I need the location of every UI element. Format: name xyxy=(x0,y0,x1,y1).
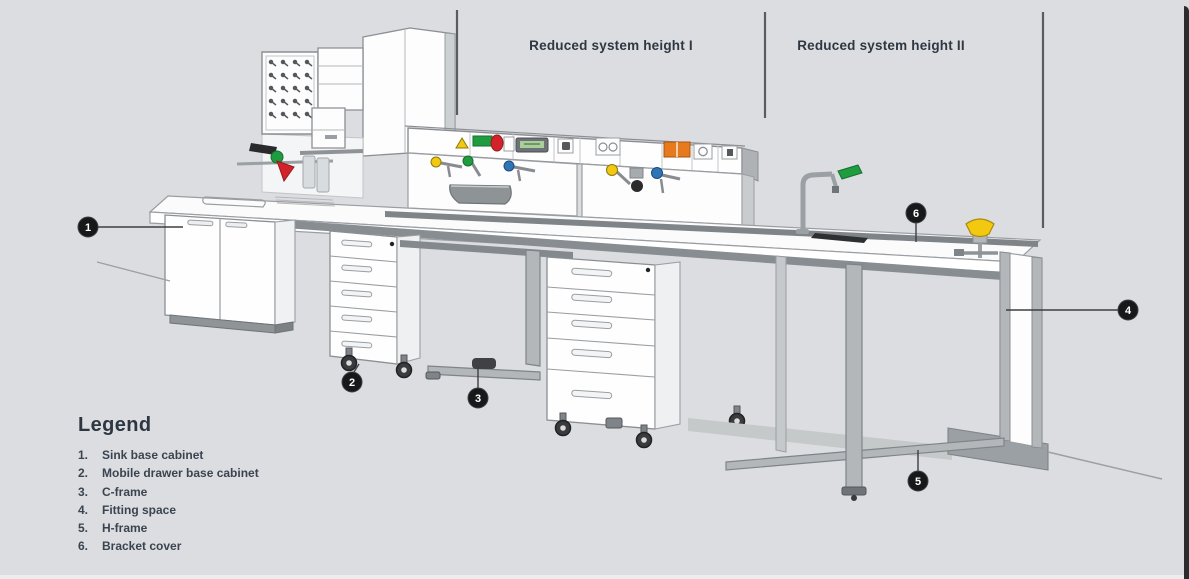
legend-item: 3. C-frame xyxy=(78,483,259,501)
pegboard-pegs-icon xyxy=(270,61,313,119)
towel-dispenser xyxy=(312,108,345,148)
callouts: 1 2 3 4 5 xyxy=(78,203,1138,491)
legend-item: 1. Sink base cabinet xyxy=(78,446,259,464)
double-socket-icon xyxy=(596,138,620,155)
wash-bottles xyxy=(303,156,329,192)
legend-item: 4. Fitting space xyxy=(78,501,259,519)
warning-triangle-icon xyxy=(456,138,468,148)
sink-bowl-rim xyxy=(451,186,509,187)
legend-item-number: 6. xyxy=(78,539,89,554)
eyewash-fitting xyxy=(954,219,998,258)
page-bottom-strip xyxy=(0,575,1184,579)
h-frame-crossbar xyxy=(726,438,1004,470)
socket-icon xyxy=(558,139,573,153)
mobile-drawer-cabinet-1 xyxy=(330,231,420,379)
lock-icon xyxy=(645,267,651,273)
legend-item-number: 2. xyxy=(78,466,89,481)
svg-text:4: 4 xyxy=(1125,305,1132,317)
gas-taps-left xyxy=(431,156,535,181)
worktop-under-rail xyxy=(285,220,1016,281)
orange-socket-icon xyxy=(664,142,690,157)
drying-rack-pegboard xyxy=(262,52,318,134)
legend-item-label: Sink base cabinet xyxy=(102,448,204,462)
round-socket-icon xyxy=(694,144,712,159)
drawer-handles xyxy=(572,268,612,399)
legend-title: Legend xyxy=(78,414,152,436)
legend-item: 5. H-frame xyxy=(78,519,259,537)
floor-line-right xyxy=(1048,452,1162,479)
h-frame-front-leg xyxy=(846,264,862,488)
right-bench-section xyxy=(688,252,1162,501)
section-label-1: Reduced system height I xyxy=(529,38,693,53)
page-right-border xyxy=(1184,6,1189,579)
floor-line-left xyxy=(97,262,170,281)
mobile-drawer-cabinet-2 xyxy=(547,257,746,449)
lock-icon xyxy=(389,241,395,247)
section-divider-lines xyxy=(457,10,1043,228)
section-label-2: Reduced system height II xyxy=(797,38,965,53)
svg-text:5: 5 xyxy=(915,476,921,488)
svg-text:6: 6 xyxy=(913,208,919,220)
sink-base-cabinet xyxy=(97,215,295,333)
legend-item-number: 3. xyxy=(78,484,89,499)
callout-1: 1 xyxy=(78,217,183,237)
sink-cutout-outline xyxy=(203,197,265,207)
channel-end-cap xyxy=(742,148,758,181)
regulator-knob-icon xyxy=(631,180,643,192)
emergency-stop-icon xyxy=(473,135,514,151)
door-handle xyxy=(226,222,247,228)
gooseneck-faucet xyxy=(803,174,832,231)
callout-5: 5 xyxy=(908,450,928,491)
legend-item-label: Mobile drawer base cabinet xyxy=(102,466,259,481)
gas-tap-yellow-icon xyxy=(607,165,618,176)
svg-text:2: 2 xyxy=(349,377,355,389)
gas-tap-blue-icon xyxy=(652,168,663,179)
legend-list: 1. Sink base cabinet 2. Mobile drawer ba… xyxy=(78,446,259,556)
drainer-grooves xyxy=(275,197,335,206)
arm-cone-red xyxy=(277,161,294,181)
callout-2: 2 xyxy=(342,364,362,392)
arm-elbow-green xyxy=(271,151,283,163)
media-channel xyxy=(405,126,758,181)
switch-box-icon xyxy=(722,146,737,159)
c-frame-clamp xyxy=(472,358,496,369)
legend-item-label: H-frame xyxy=(102,521,148,536)
worktop xyxy=(150,196,1040,281)
faucet-handle-green xyxy=(838,165,862,179)
legend-item: 2. Mobile drawer base cabinet xyxy=(78,464,259,482)
splash-panels xyxy=(408,153,754,227)
faucet-group xyxy=(796,165,868,243)
sink-bowl xyxy=(450,185,512,204)
h-frame-back-leg xyxy=(776,256,786,452)
callout-4: 4 xyxy=(1006,300,1138,320)
legend-item-number: 5. xyxy=(78,521,89,536)
digital-display-icon xyxy=(516,138,548,152)
svg-text:1: 1 xyxy=(85,222,91,234)
drawer-handles xyxy=(342,240,372,348)
eyewash-cup-yellow xyxy=(966,219,994,237)
c-frame-foot xyxy=(428,366,540,380)
gas-tap-green-icon xyxy=(463,156,473,166)
callout-6: 6 xyxy=(906,203,926,242)
legend: Legend 1. Sink base cabinet 2. Mobile dr… xyxy=(78,414,259,556)
legend-item: 6. Bracket cover xyxy=(78,537,259,555)
gas-tap-blue-icon xyxy=(504,161,514,171)
legend-item-label: Fitting space xyxy=(102,502,177,517)
legend-item-number: 4. xyxy=(78,502,89,517)
door-handle xyxy=(188,220,213,226)
callout-3: 3 xyxy=(468,366,488,408)
service-spine-column xyxy=(363,28,455,156)
c-frame xyxy=(400,240,573,380)
shelf-panel xyxy=(318,48,363,110)
arm-grip xyxy=(249,143,277,155)
gas-tap-yellow-icon xyxy=(431,157,441,167)
gas-taps-right xyxy=(607,165,681,194)
legend-item-number: 1. xyxy=(78,448,89,462)
worktop-back-rail xyxy=(385,211,1038,247)
legend-item-label: C-frame xyxy=(102,484,148,499)
svg-text:3: 3 xyxy=(475,393,481,405)
legend-item-label: Bracket cover xyxy=(102,539,182,554)
drip-tray xyxy=(811,233,868,243)
